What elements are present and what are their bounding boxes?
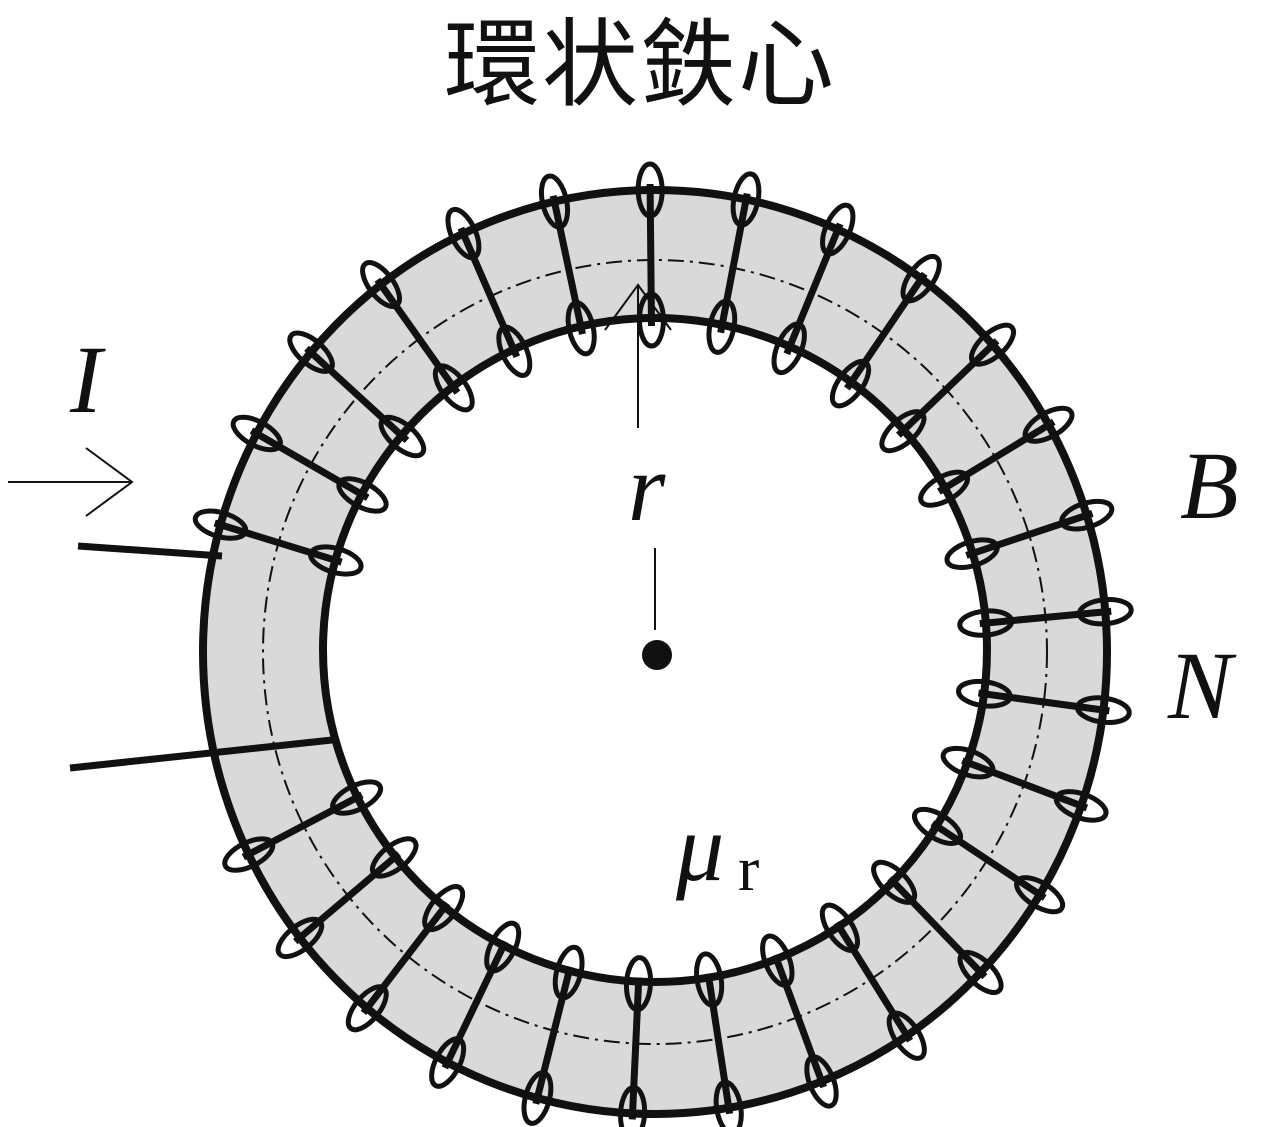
winding-loop (957, 608, 1015, 638)
winding-turn (241, 791, 364, 861)
winding-loop (713, 1079, 744, 1127)
winding-turn (844, 271, 928, 391)
winding-turn (965, 510, 1094, 559)
winding-loop (819, 902, 860, 953)
winding-loop (484, 920, 522, 974)
center-point (642, 640, 672, 670)
winding-turn (771, 953, 827, 1089)
figure-title: 環状鉄心 (444, 9, 836, 121)
winding-loop (618, 1084, 648, 1127)
winding-turn (628, 977, 643, 1120)
winding-turn (930, 820, 1047, 901)
winding-loop (360, 260, 402, 309)
winding-loop (918, 469, 970, 508)
winding-loop (886, 1010, 927, 1061)
winding-turn (457, 226, 521, 359)
winding-turn (979, 607, 1112, 628)
winding-loop (521, 1070, 554, 1126)
core-inner-edge (319, 314, 991, 986)
winding-loop (1053, 789, 1109, 823)
radius-label: r (628, 434, 666, 541)
winding-loop (940, 745, 996, 780)
winding-loop (1014, 875, 1066, 915)
current-label: I (69, 326, 106, 433)
winding-turn (304, 345, 410, 444)
core-outer-edge (199, 186, 1111, 1118)
winding-loop (369, 836, 419, 879)
winding-loop (829, 358, 872, 409)
winding-loop (496, 324, 533, 378)
winding-turn (887, 875, 988, 980)
winding-loop (1059, 498, 1115, 532)
winding-turn (532, 965, 574, 1105)
winding-loop (275, 916, 325, 960)
winding-loop (378, 414, 427, 459)
winding-turn (441, 940, 509, 1070)
winding-loop (230, 414, 283, 453)
turns-label: N (1167, 632, 1237, 739)
winding-loop (694, 951, 725, 1008)
winding-loop (1022, 405, 1075, 444)
permeability-subscript: r (738, 833, 759, 904)
winding-loop (820, 202, 856, 257)
winding-turn (360, 901, 451, 1016)
winding-loop (1076, 597, 1134, 627)
winding-turn (783, 222, 844, 356)
winding-loop (222, 836, 276, 873)
winding-loop (1075, 695, 1132, 725)
permeability-label: μ r (675, 794, 759, 904)
winding-loop (957, 949, 1004, 995)
winding-loop (879, 409, 927, 454)
winding-loop (956, 678, 1013, 709)
winding-loop (565, 300, 597, 357)
winding-turn (549, 194, 586, 335)
winding-loop (287, 330, 335, 374)
winding-loop (623, 955, 654, 1013)
winding-turn (937, 418, 1056, 495)
winding-turn (717, 192, 751, 334)
winding-loop (944, 537, 1000, 570)
winding-turn (704, 973, 734, 1115)
mean-path-circle (262, 259, 1048, 1045)
winding-loop (432, 363, 475, 413)
winding-turn (213, 519, 343, 566)
winding-loop (730, 171, 762, 228)
winding-loop (308, 544, 364, 577)
winding-loop (635, 161, 665, 219)
current-arrow (8, 447, 134, 517)
winding-loop (336, 476, 389, 514)
winding-loop (445, 206, 482, 261)
winding-turn (292, 851, 402, 945)
winding-loop (330, 779, 384, 816)
coil-windings (192, 161, 1134, 1127)
winding-loop (538, 173, 571, 230)
permeability-symbol: μ (675, 794, 724, 901)
winding-loop (552, 944, 585, 1001)
winding-loop (900, 253, 942, 304)
winding-loop (429, 1036, 467, 1089)
lead-wire-top (77, 542, 223, 560)
field-label: B (1180, 432, 1239, 539)
winding-turn (249, 427, 370, 501)
winding-loop (871, 859, 918, 905)
winding-loop (771, 321, 807, 376)
winding-turn (374, 277, 461, 395)
winding-turn (961, 757, 1089, 812)
winding-loop (192, 508, 249, 541)
winding-loop (969, 322, 1017, 367)
lead-wire-bottom (69, 736, 333, 772)
winding-loop (911, 806, 963, 846)
winding-loop (760, 933, 795, 988)
radius-indicator (604, 283, 672, 670)
winding-turn (977, 689, 1110, 715)
winding-turn (896, 338, 1000, 438)
winding-loop (804, 1054, 839, 1109)
winding-turn (833, 920, 914, 1043)
winding-loop (422, 884, 466, 932)
winding-loop (706, 298, 738, 355)
winding-loop (345, 984, 389, 1033)
